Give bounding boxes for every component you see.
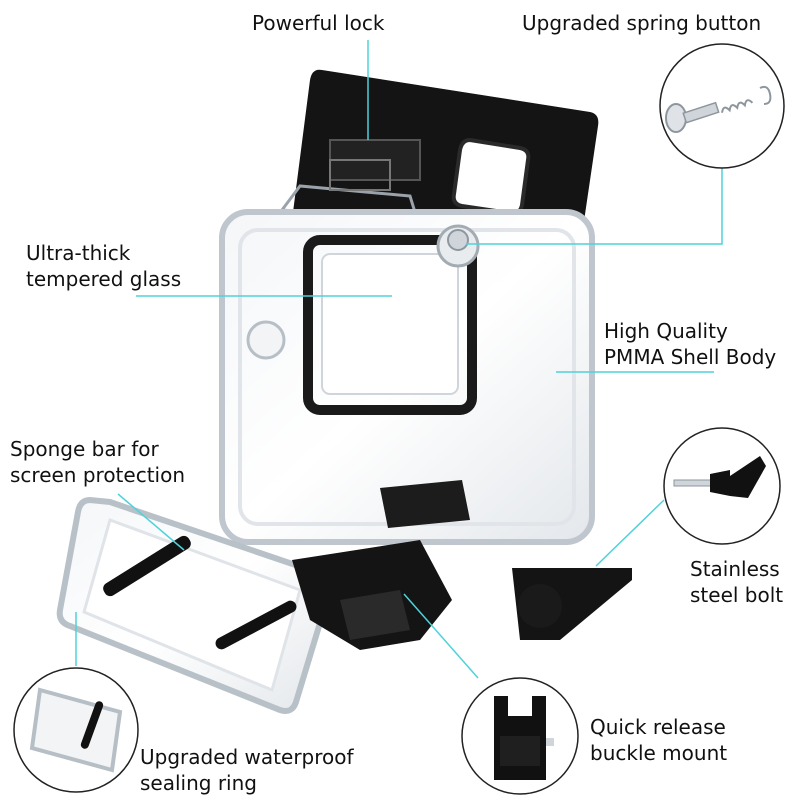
label-sponge-line2: screen protection <box>10 463 186 487</box>
thumb-screw-black <box>512 568 632 640</box>
leader-lines <box>75 40 723 679</box>
label-pmma-shell: High Quality PMMA Shell Body <box>604 318 776 370</box>
label-buckle-line2: buckle mount <box>590 741 728 765</box>
leader-line-spring <box>466 168 723 245</box>
label-sponge-line1: Sponge bar for <box>10 437 159 461</box>
inset-bolt <box>663 427 781 545</box>
label-pmma-line1: High Quality <box>604 319 728 343</box>
label-steel-bolt: Stainless steel bolt <box>690 556 783 608</box>
sealing-ring-icon <box>29 687 123 773</box>
label-powerful-lock-text: Powerful lock <box>252 11 385 35</box>
label-spring-button-text: Upgraded spring button <box>522 11 762 35</box>
label-ring-line2: sealing ring <box>140 771 257 795</box>
spring-button-icon <box>665 85 772 133</box>
thumb-screw-icon <box>673 456 766 498</box>
label-powerful-lock: Powerful lock <box>252 10 384 36</box>
leader-line-buckle <box>403 593 479 679</box>
label-tempered-glass: Ultra-thick tempered glass <box>26 240 181 292</box>
buckle-mount-black <box>292 480 470 650</box>
label-buckle-line1: Quick release <box>590 715 726 739</box>
label-bolt-line2: steel bolt <box>690 583 784 607</box>
inset-seal <box>13 667 139 793</box>
inset-spring-button <box>659 43 785 169</box>
label-buckle-mount: Quick release buckle mount <box>590 714 727 766</box>
label-glass-line2: tempered glass <box>26 267 182 291</box>
label-bolt-line1: Stainless <box>690 557 780 581</box>
label-glass-line1: Ultra-thick <box>26 241 131 265</box>
inset-buckle <box>461 677 579 795</box>
leader-line-bolt <box>595 499 665 567</box>
label-pmma-line2: PMMA Shell Body <box>604 345 777 369</box>
buckle-mount-icon <box>494 696 554 780</box>
label-ring-line1: Upgraded waterproof <box>140 745 354 769</box>
label-sealing-ring: Upgraded waterproof sealing ring <box>140 744 354 796</box>
label-sponge-bar: Sponge bar for screen protection <box>10 436 185 488</box>
leader-line-sponge <box>117 493 185 551</box>
clear-shell-body <box>219 209 595 545</box>
label-spring-button: Upgraded spring button <box>522 10 761 36</box>
